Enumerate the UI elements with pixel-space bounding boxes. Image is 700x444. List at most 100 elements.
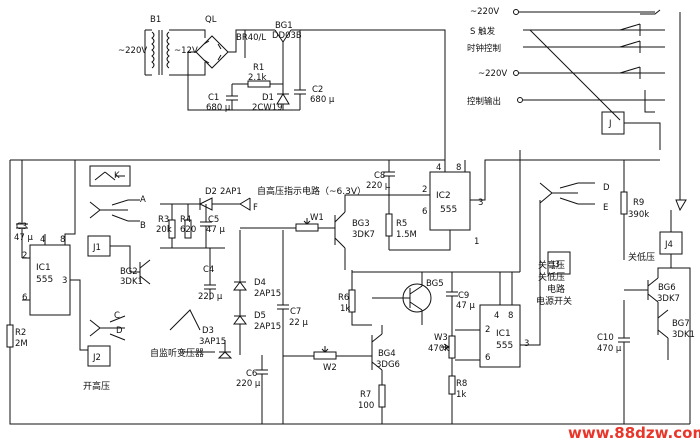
ac-input-label: ~220V: [118, 46, 147, 56]
ic1b-555: [479, 304, 521, 368]
ic1-pin4: 4: [40, 235, 45, 245]
r9-resistor: [620, 191, 628, 215]
bg7-label: BG7: [672, 319, 690, 329]
transformer-label: B1: [150, 15, 161, 25]
d3-type: 3AP15: [199, 337, 226, 347]
bridge-rectifier: [195, 35, 229, 69]
ic1-pin2: 2: [22, 251, 27, 261]
w1-label: W1: [310, 213, 324, 223]
bridge-label: QL: [205, 15, 217, 25]
ic2-label: IC2: [436, 191, 451, 201]
right-block: D E J3 关高压 关低压 电路 电源开关 R9 390k J4 关低压 BG…: [445, 160, 695, 425]
c6-value: 220 μ: [236, 379, 261, 389]
ic1b-label: IC1: [496, 329, 511, 339]
w2-label: W2: [323, 363, 337, 373]
r9-label: R9: [633, 198, 644, 208]
ic2-pin8: 8: [456, 163, 461, 173]
terminal-e-right: E: [603, 203, 608, 213]
relay-j3-label: J3: [551, 260, 560, 270]
bg4-type: 3DG6: [376, 360, 400, 370]
c5-value: 47 μ: [206, 225, 226, 235]
ic2-555: [429, 171, 471, 231]
ic1b-type: 555: [496, 341, 513, 351]
bg3-type: 3DK7: [352, 230, 375, 240]
hv-indicator-label: 自高压指示电路（~6.3V）: [257, 185, 366, 197]
r2-label: R2: [15, 328, 26, 338]
c1-label: C1: [208, 93, 219, 103]
close-hv-label: 关高压: [538, 259, 565, 271]
ic1b-pin6: 6: [485, 353, 490, 363]
r1-resistor: [247, 80, 271, 88]
bg2-label: BG2: [120, 267, 138, 277]
d3-label: D3: [202, 326, 214, 336]
r2-resistor: [6, 324, 14, 348]
c3-value: 47 μ: [14, 233, 34, 243]
r5-label: R5: [396, 219, 407, 229]
r8-resistor: [448, 375, 456, 395]
ic2-pin2: 2: [422, 185, 427, 195]
ac220-top-label: ~220V: [470, 7, 499, 17]
d1-zener: [276, 84, 290, 110]
power-supply: ~220V B1 ~12V QL BR40/L BG1 DD03B R1 2.1…: [118, 15, 446, 160]
r7-value: 100: [358, 401, 374, 411]
switch-k-label: K: [114, 171, 120, 181]
c7-value: 22 μ: [289, 318, 309, 328]
bridge-type-label: BR40/L: [236, 33, 266, 43]
r8-label: R8: [456, 379, 467, 389]
w3-value: 470k: [428, 344, 449, 354]
r6-value: 1k: [340, 304, 350, 314]
c10-value: 470 μ: [597, 344, 622, 354]
contact-b: B: [140, 221, 146, 231]
c4-value: 220 μ: [198, 292, 223, 302]
relay-j4-label: J4: [664, 240, 673, 250]
d4-type: 2AP15: [254, 289, 281, 299]
terminal-d-right: D: [603, 183, 610, 193]
w1-potentiometer: [295, 223, 319, 232]
d1-type-label: 2CW19: [252, 103, 283, 113]
r5-value: 1.5M: [396, 230, 417, 240]
c4-label: C4: [203, 265, 214, 275]
circuit-label: 电路: [547, 283, 565, 295]
bg6-label: BG6: [658, 283, 676, 293]
c5-label: C5: [208, 215, 219, 225]
ic1b-pin3: 3: [524, 339, 529, 349]
d1-label: D1: [262, 93, 274, 103]
c7-label: C7: [290, 307, 301, 317]
self-listen-label: 自监听变压器: [150, 347, 204, 359]
ic1b-pin4: 4: [494, 311, 499, 321]
power-switch-label: 电源开关: [536, 295, 572, 307]
watermark: www.88dzw.com: [568, 424, 700, 442]
bg7-type: 3DK1: [672, 330, 695, 340]
ic1-label: IC1: [36, 263, 51, 273]
relay-j-label: J: [608, 119, 612, 129]
ac12-label: ~12V: [174, 46, 198, 56]
relay-j1-label: J1: [92, 243, 101, 253]
w3-label: W3: [434, 333, 448, 343]
c8-value: 220 μ: [366, 181, 391, 191]
c9-value: 47 μ: [456, 301, 476, 311]
c3-label: C3: [16, 222, 27, 232]
left-timer-block: K C3 47 μ IC1 555 4 8 2 6 3 R2 2M J1 A B…: [6, 159, 445, 425]
contact-d: D: [116, 326, 123, 336]
bg6-type: 3DK7: [657, 294, 680, 304]
bg2-type: 3DK1: [120, 277, 143, 287]
d2-type: 2AP1: [220, 187, 242, 197]
contact-a: A: [140, 195, 146, 205]
d5-type: 2AP15: [254, 322, 281, 332]
middle-block: D2 2AP1 自高压指示电路（~6.3V） F R3 20k R4 620 C…: [150, 150, 660, 424]
ic1b-pin2: 2: [485, 325, 490, 335]
r4-label: R4: [180, 215, 191, 225]
open-hv-label: 开高压: [83, 380, 110, 392]
ic1-pin6: 6: [22, 293, 27, 303]
r1-value: 2.1k: [248, 73, 267, 83]
ic2-type: 555: [440, 205, 457, 215]
w2-potentiometer: [313, 351, 337, 360]
r2-value: 2M: [15, 339, 28, 349]
bg3-label: BG3: [352, 219, 370, 229]
clock-control-block: ~220V S 触发 时钟控制 ~220V 控制输出 J: [467, 7, 687, 212]
contact-c: C: [114, 311, 120, 321]
transformer-primary-coil: [151, 31, 155, 69]
relay-j: [601, 111, 625, 135]
d2-label: D2: [205, 187, 217, 197]
